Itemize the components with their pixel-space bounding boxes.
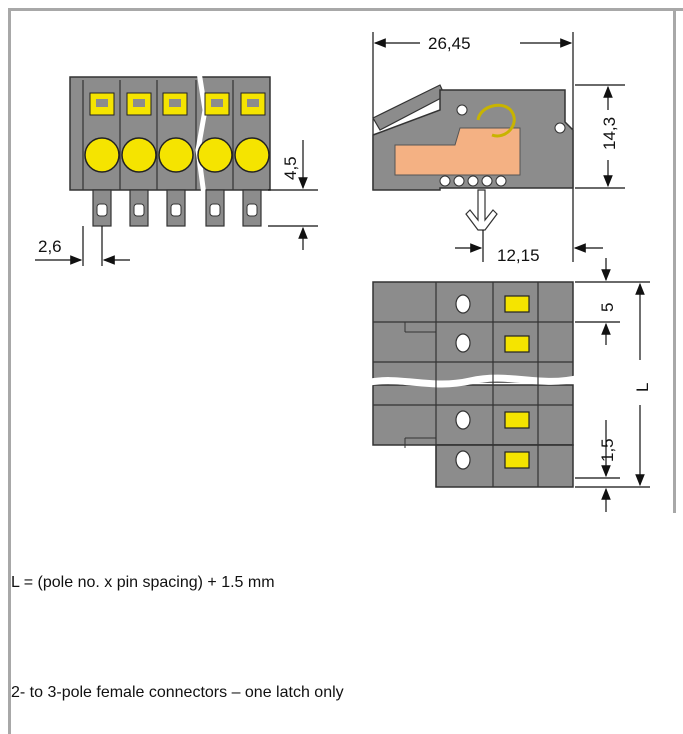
frame-border-top [8,8,683,11]
wire-entries [84,137,270,173]
snap-in-foot [465,189,498,231]
contact-spring [394,127,521,176]
test-slot [456,104,468,116]
frame-border-left [8,8,11,734]
dim-pitch-label: 2,6 [38,237,62,256]
coding-pins [92,189,262,227]
dim-length-label: L [633,383,652,392]
dim-pin-spacing-label: 5 [598,303,617,312]
dim-pin-height [268,140,318,250]
top-housing-upper [372,281,574,383]
latch-note: 2- to 3-pole female connectors – one lat… [11,684,344,701]
length-formula-note: L = (pole no. x pin spacing) + 1.5 mm [11,574,275,591]
dim-pin-spacing [575,258,650,345]
side-view: 26,45 14,3 [372,32,625,265]
side-hole [554,122,566,134]
dim-end-spacing-label: 1,5 [598,438,617,462]
dim-overall-width-label: 26,45 [428,34,471,53]
top-view: 5 L 1,5 [364,258,652,512]
dim-end-spacing [575,420,620,512]
top-push-buttons [504,295,530,469]
dim-pin-height-label: 4,5 [281,156,300,180]
dim-front-depth-label: 12,15 [497,246,540,265]
top-buttons [89,92,266,116]
top-dividers [373,282,573,487]
dim-height-label: 14,3 [600,117,619,150]
frame-border-right [673,8,676,513]
dim-front-depth [455,190,603,262]
pole-dividers [82,80,234,190]
bottom-holes [439,175,507,187]
dim-pitch [35,226,130,266]
latch-marks [404,322,436,448]
top-housing-lower [372,384,574,446]
pin-holes [96,203,258,217]
dim-height [575,84,625,189]
clamp-spring [476,103,516,138]
break-line [195,71,208,196]
key-slots [455,294,471,470]
dim-length [575,282,650,488]
top-break-line [364,374,581,388]
front-view: 4,5 2,6 [35,71,318,266]
